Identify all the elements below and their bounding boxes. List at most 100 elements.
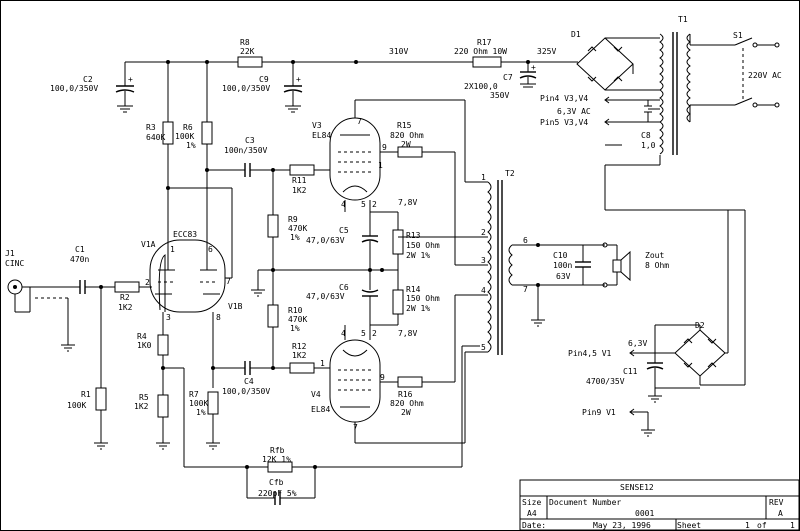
tube-v3-el84	[329, 99, 480, 266]
label-c6: C6	[339, 283, 349, 292]
resistor-r10	[267, 304, 279, 370]
heater-connections	[604, 96, 660, 126]
label-r8-value: 22K	[240, 47, 255, 56]
label-r14-value: 150 Ohm	[406, 294, 440, 303]
label-c5-value: 47,0/63V	[306, 236, 345, 245]
pin-v3-7: 7	[357, 117, 362, 126]
label-r9: R9	[288, 215, 298, 224]
label-t2: T2	[505, 169, 515, 178]
pin-v1-3: 3	[166, 313, 171, 322]
label-c9: C9	[259, 75, 269, 84]
title-block: SENSE12 Size A4 Document Number 0001 REV…	[519, 479, 800, 531]
size-label: Size	[522, 498, 541, 507]
label-c7-voltage: 350V	[490, 91, 509, 100]
label-rfb: Rfb	[270, 446, 285, 455]
capacitor-c4	[213, 361, 290, 375]
label-pin9-v1: Pin9 V1	[582, 408, 616, 417]
tube-v4-el84	[329, 294, 480, 444]
pin-v1-1: 1	[170, 245, 175, 254]
capacitor-c1	[68, 280, 115, 294]
label-c6-value: 47,0/63V	[306, 292, 345, 301]
feedback-network	[163, 345, 480, 505]
bias-ground	[251, 268, 382, 297]
pin-t2-1: 1	[481, 173, 486, 182]
resistor-r9	[267, 170, 279, 305]
label-c8: C8	[641, 131, 651, 140]
label-rfb-value: 12K 1%	[262, 455, 291, 464]
pin-t2-4: 4	[481, 286, 486, 295]
label-c1: C1	[75, 245, 85, 254]
pin-v3-5: 5	[361, 200, 366, 209]
label-r10-value: 470K	[288, 315, 307, 324]
pin-v4-1: 1	[320, 359, 325, 368]
label-r16: R16	[398, 390, 413, 399]
label-v1a: V1A	[141, 240, 156, 249]
sheet-label: Sheet	[677, 521, 701, 530]
resistor-r1	[94, 287, 108, 450]
label-pin5-v3v4: Pin5 V3,V4	[540, 118, 588, 127]
label-r3-value: 640K	[146, 133, 165, 142]
input-jack-j1	[7, 279, 75, 352]
label-c7-value: 2X100,0	[464, 82, 498, 91]
label-c2-value: 100,0/350V	[50, 84, 98, 93]
label-ecc83: ECC83	[173, 230, 197, 239]
label-j1-type: CINC	[5, 259, 24, 268]
rev-label: REV	[769, 498, 784, 507]
resistor-r4	[157, 312, 169, 395]
label-d1: D1	[571, 30, 581, 39]
label-c2: C2	[83, 75, 93, 84]
of-value: 1	[790, 521, 795, 530]
label-v3-type: EL84	[312, 131, 331, 140]
pin-v4-7: 7	[353, 423, 358, 432]
label-d2: D2	[695, 321, 705, 330]
label-r10: R10	[288, 306, 303, 315]
label-r13-power: 2W 1%	[406, 251, 430, 260]
label-r12: R12	[292, 342, 307, 351]
label-c7: C7	[503, 73, 513, 82]
label-r7-value: 100K	[189, 399, 208, 408]
label-c10-voltage: 63V	[556, 272, 571, 281]
label-6v3-ac: 6,3V AC	[557, 107, 591, 116]
resistor-r2	[114, 281, 152, 293]
pin-v4-2: 2	[372, 329, 377, 338]
label-325v: 325V	[537, 47, 556, 56]
pin-v1-2: 2	[145, 278, 150, 287]
of-label: of	[757, 521, 767, 530]
label-r12-value: 1K2	[292, 351, 307, 360]
label-r6-tol: 1%	[186, 141, 196, 150]
label-7v8-bottom: 7,8V	[398, 329, 417, 338]
pin-v3-4: 4	[341, 200, 346, 209]
label-r10-tol: 1%	[290, 324, 300, 333]
label-r3: R3	[146, 123, 156, 132]
label-220v-ac: 220V AC	[748, 71, 782, 80]
svg-text:+: +	[296, 75, 301, 84]
label-cfb: Cfb	[269, 478, 284, 487]
pin-t2-7: 7	[523, 285, 528, 294]
label-c4: C4	[244, 377, 254, 386]
svg-text:+: +	[128, 75, 133, 84]
resistor-r16	[397, 376, 423, 388]
size-value: A4	[527, 509, 537, 518]
speaker-zout	[602, 242, 631, 288]
resistor-r7	[206, 312, 220, 450]
label-r14-power: 2W 1%	[406, 304, 430, 313]
label-s1: S1	[733, 31, 743, 40]
transformer-t2	[398, 180, 605, 355]
label-r8: R8	[240, 38, 250, 47]
pin-v4-9: 9	[380, 373, 385, 382]
svg-text:+: +	[531, 63, 536, 72]
label-zout: Zout	[645, 251, 664, 260]
label-r15-power: 2W	[401, 140, 411, 149]
bridge-rectifier-d1	[576, 37, 660, 91]
cathode-network-v3	[361, 211, 404, 272]
bridge-rectifier-d2	[654, 209, 746, 386]
labels: R8 22K 310V R17 220 Ohm 10W 325V D1 T1 S…	[5, 15, 782, 498]
pin-t2-6: 6	[523, 236, 528, 245]
label-c1-value: 470n	[70, 255, 89, 264]
label-r11-value: 1K2	[292, 186, 307, 195]
label-r15: R15	[397, 121, 412, 130]
capacitor-c9: +	[283, 62, 303, 113]
capacitor-c7: +	[519, 62, 537, 88]
pin-v1-8: 8	[216, 313, 221, 322]
label-zout-value: 8 Ohm	[645, 261, 669, 270]
